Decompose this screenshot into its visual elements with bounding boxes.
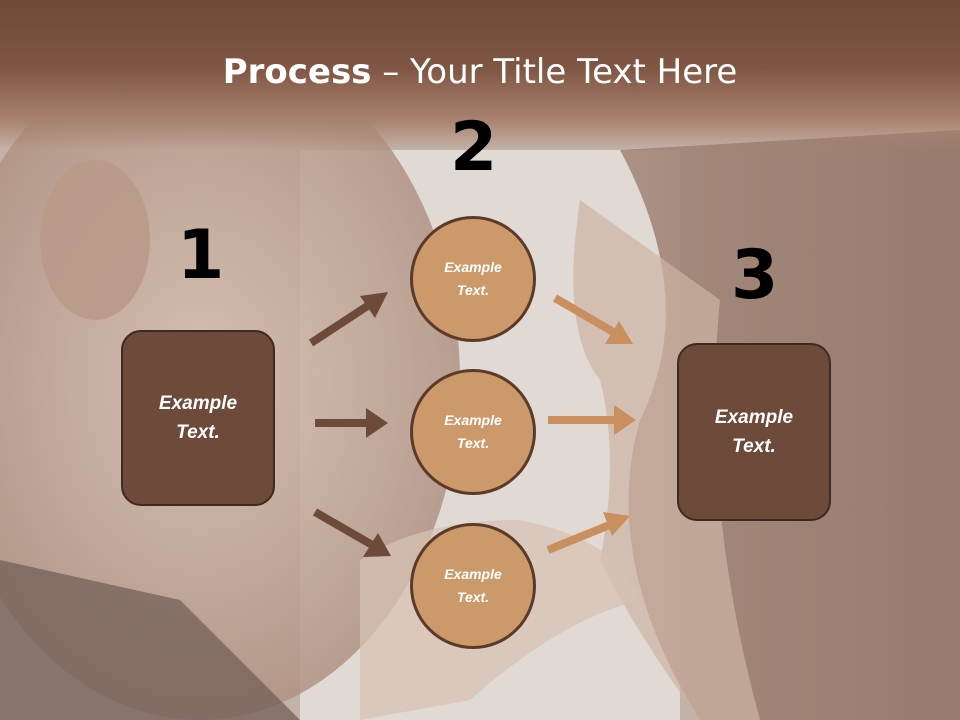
circle-middle-label: Example Text. [444,412,502,451]
title-band [0,0,960,150]
step-number-1: 1 [177,216,225,295]
step-number-3: 3 [731,236,779,315]
title-bold: Process [222,52,372,92]
arrow-left-top [308,292,388,347]
arrow-right-top [552,294,633,344]
left-box: Example Text. [121,330,275,506]
circle-top: Example Text. [410,216,536,342]
circle-middle: Example Text. [410,369,536,495]
arrow-right-bottom [546,512,630,554]
right-box-label: Example Text. [714,407,794,457]
left-box-label: Example Text. [158,393,238,443]
arrow-left-middle [315,408,388,438]
step-number-2: 2 [450,108,498,187]
arrow-left-bottom [313,508,391,557]
circle-top-label: Example Text. [444,259,502,298]
circle-bottom: Example Text. [410,523,536,649]
right-box: Example Text. [677,343,831,521]
slide-title: Process – Your Title Text Here [0,52,960,92]
title-rest: – Your Title Text Here [371,52,738,92]
circle-bottom-label: Example Text. [444,566,502,605]
arrow-right-middle [548,405,636,435]
